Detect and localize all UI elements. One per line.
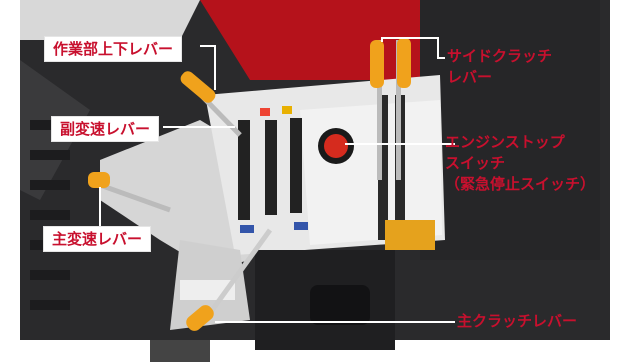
side-clutch-grip-right: [397, 38, 411, 88]
label-main-shift-lever: 主変速レバー: [43, 226, 152, 252]
work-lift-grip: [180, 71, 216, 103]
side-clutch-line1: サイドクラッチ: [447, 47, 553, 65]
engine-stop-line3: （緊急停止スイッチ）: [445, 175, 596, 193]
label-work-lift-lever: 作業部上下レバー: [44, 36, 183, 62]
side-plate: [100, 120, 250, 270]
leader-work-lift: [200, 45, 216, 90]
label-sub-shift-lever: 副変速レバー: [51, 116, 160, 142]
side-clutch-line2: レバー: [447, 68, 493, 86]
side-clutch-grip-left: [370, 40, 384, 88]
engine-stop-line1: エンジンストップ: [445, 133, 565, 151]
label-side-clutch-lever: サイドクラッチ レバー: [447, 46, 552, 88]
main-shift-grip: [88, 172, 110, 188]
label-main-clutch-lever: 主クラッチレバー: [457, 312, 578, 330]
leader-side-clutch: [381, 37, 445, 59]
main-clutch-grip: [186, 305, 214, 331]
engine-stop-line2: スイッチ: [445, 154, 506, 172]
label-engine-stop-switch: エンジンストップ スイッチ （緊急停止スイッチ）: [445, 132, 595, 195]
